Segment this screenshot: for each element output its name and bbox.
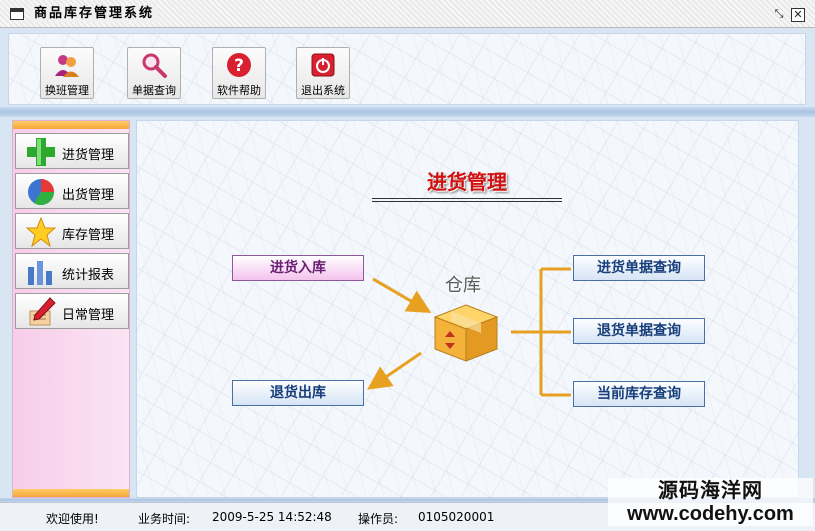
purchase-query-button[interactable]: 进货单据查询 bbox=[573, 255, 705, 281]
sidebar-item-reports[interactable]: 统计报表 bbox=[15, 253, 129, 289]
return-out-button[interactable]: 退货出库 bbox=[232, 380, 364, 406]
plus-icon bbox=[27, 138, 55, 166]
sidebar-item-label: 日常管理 bbox=[62, 308, 115, 323]
software-help-button[interactable]: ? 软件帮助 bbox=[212, 47, 266, 99]
separator-bar bbox=[0, 107, 815, 117]
window-title: 商品库存管理系统 bbox=[30, 6, 159, 22]
star-icon bbox=[26, 217, 56, 247]
arrow-return-out bbox=[367, 351, 422, 390]
pencil-icon bbox=[29, 297, 56, 326]
sidebar-item-purchase[interactable]: 进货管理 bbox=[15, 133, 129, 169]
magnifier-icon bbox=[142, 53, 167, 78]
stock-in-button[interactable]: 进货入库 bbox=[232, 255, 364, 281]
page-title: 进货管理 bbox=[427, 170, 507, 194]
sidebar-item-daily[interactable]: 日常管理 bbox=[15, 293, 129, 329]
pie-icon bbox=[28, 179, 55, 206]
separator-bar-bottom bbox=[0, 498, 815, 502]
arrow-stock-in bbox=[372, 277, 432, 314]
title-underline bbox=[372, 198, 562, 202]
sidebar-top-band bbox=[13, 121, 129, 129]
status-operator-label: 操作员: bbox=[358, 512, 399, 526]
watermark-line1: 源码海洋网 bbox=[658, 478, 763, 502]
sidebar-bottom-band bbox=[13, 489, 129, 497]
users-icon bbox=[55, 55, 79, 77]
window-icon bbox=[10, 8, 24, 20]
status-bar: 欢迎使用! 业务时间: 2009-5-25 14:52:48 操作员: 0105… bbox=[0, 502, 815, 531]
software-help-label: 软件帮助 bbox=[217, 84, 261, 97]
sidebar-item-label: 统计报表 bbox=[62, 268, 115, 283]
bar-chart-icon bbox=[28, 261, 52, 285]
power-icon bbox=[311, 53, 335, 77]
sidebar-item-label: 进货管理 bbox=[62, 148, 115, 163]
sidebar-item-inventory[interactable]: 库存管理 bbox=[15, 213, 129, 249]
status-time-value: 2009-5-25 14:52:48 bbox=[212, 510, 332, 524]
status-operator-value: 0105020001 bbox=[418, 510, 495, 524]
warehouse-label: 仓库 bbox=[445, 275, 481, 296]
title-bar: 商品库存管理系统 ⤡ ✕ bbox=[0, 0, 815, 28]
inventory-query-button[interactable]: 当前库存查询 bbox=[573, 381, 705, 407]
close-icon[interactable]: ✕ bbox=[791, 8, 805, 22]
shift-management-label: 换班管理 bbox=[45, 84, 89, 97]
warehouse-box-icon[interactable] bbox=[433, 303, 499, 363]
sidebar-item-label: 出货管理 bbox=[62, 188, 115, 203]
exit-system-label: 退出系统 bbox=[301, 84, 345, 97]
document-query-label: 单据查询 bbox=[132, 84, 176, 97]
watermark: 源码海洋网 www.codehy.com bbox=[608, 478, 813, 526]
sidebar-item-label: 库存管理 bbox=[62, 228, 115, 243]
status-time-label: 业务时间: bbox=[138, 512, 191, 526]
sidebar: 进货管理 出货管理 库存管理 统计报表 日常管理 bbox=[12, 120, 130, 498]
exit-system-button[interactable]: 退出系统 bbox=[296, 47, 350, 99]
restore-icon[interactable]: ⤡ bbox=[774, 7, 784, 20]
main-panel: 进货管理 进货入库 退货出库 进货单据查询 退货单据查询 当前库存查询 仓库 bbox=[136, 120, 799, 498]
toolbar: 换班管理 单据查询 ? 软件帮助 退出系统 bbox=[8, 33, 806, 105]
sidebar-item-shipment[interactable]: 出货管理 bbox=[15, 173, 129, 209]
document-query-button[interactable]: 单据查询 bbox=[127, 47, 181, 99]
shift-management-button[interactable]: 换班管理 bbox=[40, 47, 94, 99]
help-icon: ? bbox=[227, 53, 251, 77]
status-welcome: 欢迎使用! bbox=[46, 512, 99, 526]
watermark-line2: www.codehy.com bbox=[627, 503, 794, 525]
return-query-button[interactable]: 退货单据查询 bbox=[573, 318, 705, 344]
svg-text:?: ? bbox=[234, 56, 244, 76]
